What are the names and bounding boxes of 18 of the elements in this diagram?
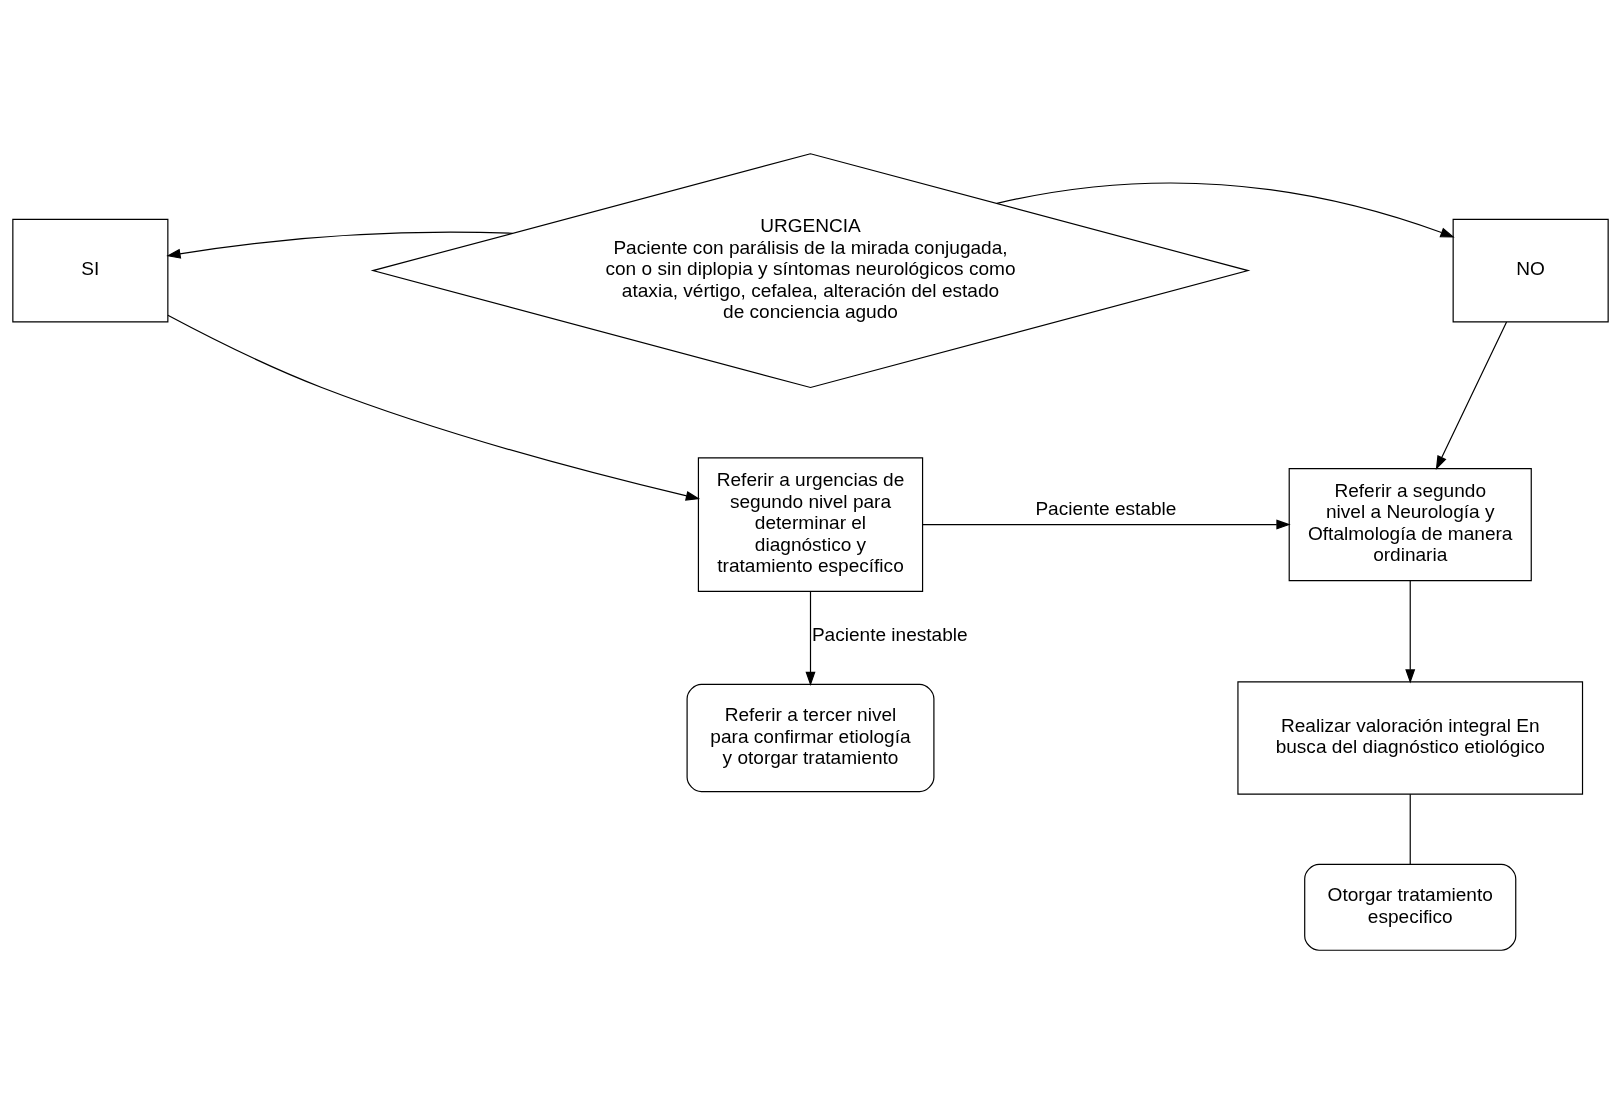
node-box: Otorgar tratamiento especifico [1304,863,1517,951]
arrow [996,182,1455,238]
node-box: Referir a segundo nivel a Neurología y Oftalmología de manera ordinaria [1288,467,1532,582]
arrow [1405,580,1416,684]
arrow [167,314,701,501]
node-diamond: URGENCIA Paciente con parálisis de la mirada conjugada, con o sin diplopia y síntomas neurológicos como ataxia, vértigo, cefalea, alteración del estado de conciencia agudo [370,153,1251,389]
arrow [166,231,514,259]
node-box: NO [1452,218,1609,323]
node-box: Referir a urgencias de segundo nivel para determinar el diagnóstico y tratamiento específico [697,457,924,592]
arrow [1435,321,1508,470]
edge-label: Paciente inestable [811,624,968,646]
connector [1409,793,1411,865]
node-box: Realizar valoración integral En busca del diagnóstico etiológico [1237,681,1584,795]
arrow [922,519,1291,530]
node-box: SI [12,218,169,323]
edge-label: Paciente estable [1035,497,1177,519]
node-box: Referir a tercer nivel para confirmar etiología y otorgar tratamiento [686,683,935,793]
arrow [805,590,816,687]
